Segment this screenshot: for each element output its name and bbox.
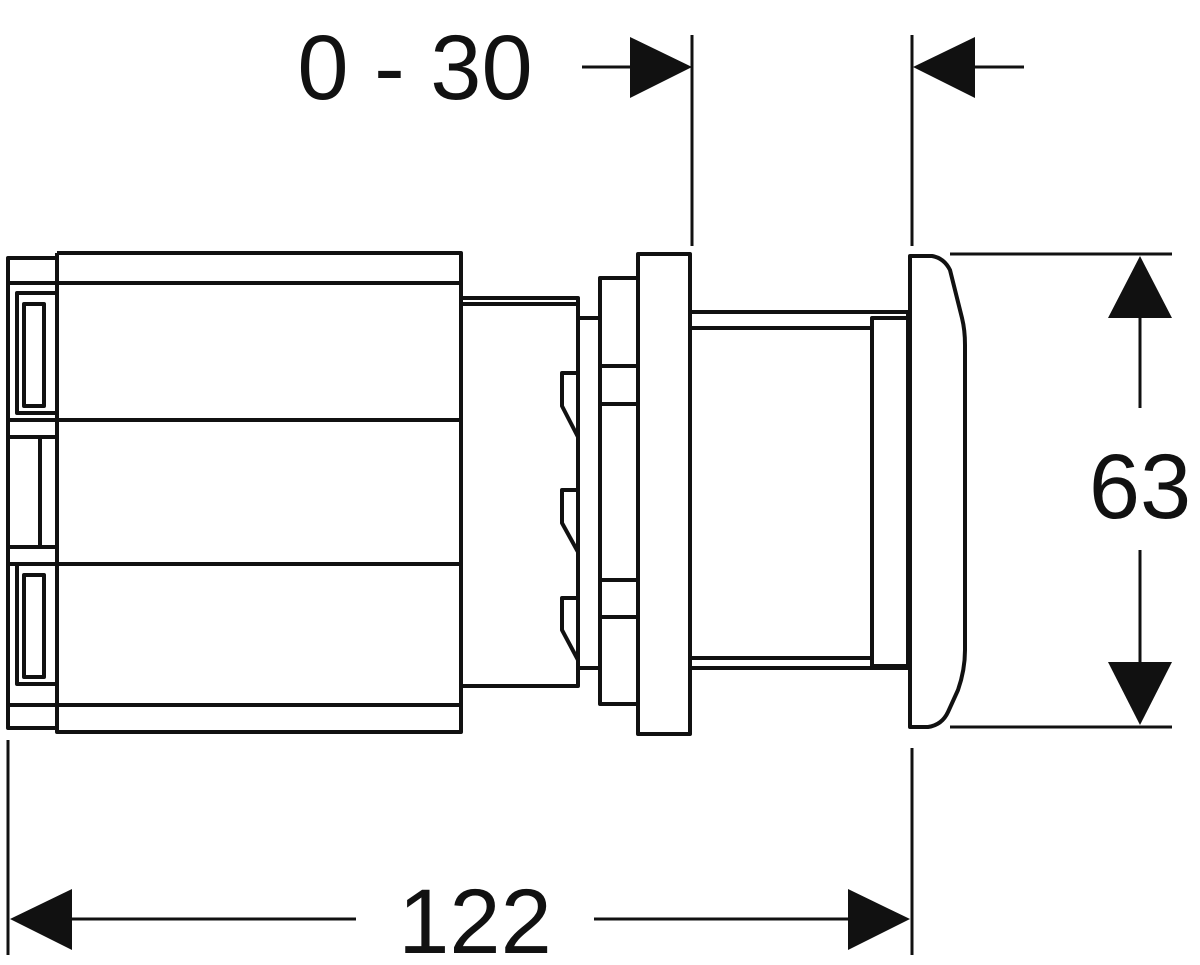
thread-tooth-2 (560, 488, 580, 553)
housing-clip-bottom-inner (22, 573, 46, 679)
dimension-height: 63 (950, 252, 1191, 729)
housing-body (6, 251, 463, 734)
thread-tooth-1 (560, 371, 580, 438)
arrow-head-right-bottom (848, 889, 910, 950)
arrow-head-left (913, 37, 975, 98)
sleeve-collar (870, 316, 910, 668)
sleeve-body (688, 310, 910, 670)
button-cap (908, 254, 967, 729)
spacer-ring (576, 316, 602, 670)
adjustment-range-label: 0 - 30 (297, 17, 532, 119)
housing-left-notch (8, 435, 42, 549)
arrow-head-up (1108, 256, 1172, 318)
button-sleeve (688, 310, 910, 670)
height-label: 63 (1089, 436, 1191, 538)
flange (598, 252, 692, 736)
housing-outline (6, 251, 463, 734)
arrow-head-left-bottom (10, 889, 72, 950)
housing-clip-top (15, 291, 59, 415)
housing-clip-top-inner (22, 302, 46, 408)
arrow-head-down (1108, 662, 1172, 725)
adapter-neck (461, 296, 602, 688)
dimension-total-length: 122 (6, 740, 914, 965)
arrow-head-right (630, 37, 692, 98)
dimension-adjustment: 0 - 30 (297, 17, 1024, 246)
thread-tooth-3 (560, 596, 580, 661)
total-length-label: 122 (398, 871, 552, 965)
flange-front-plate (636, 252, 692, 736)
flange-back-plate (598, 276, 640, 706)
